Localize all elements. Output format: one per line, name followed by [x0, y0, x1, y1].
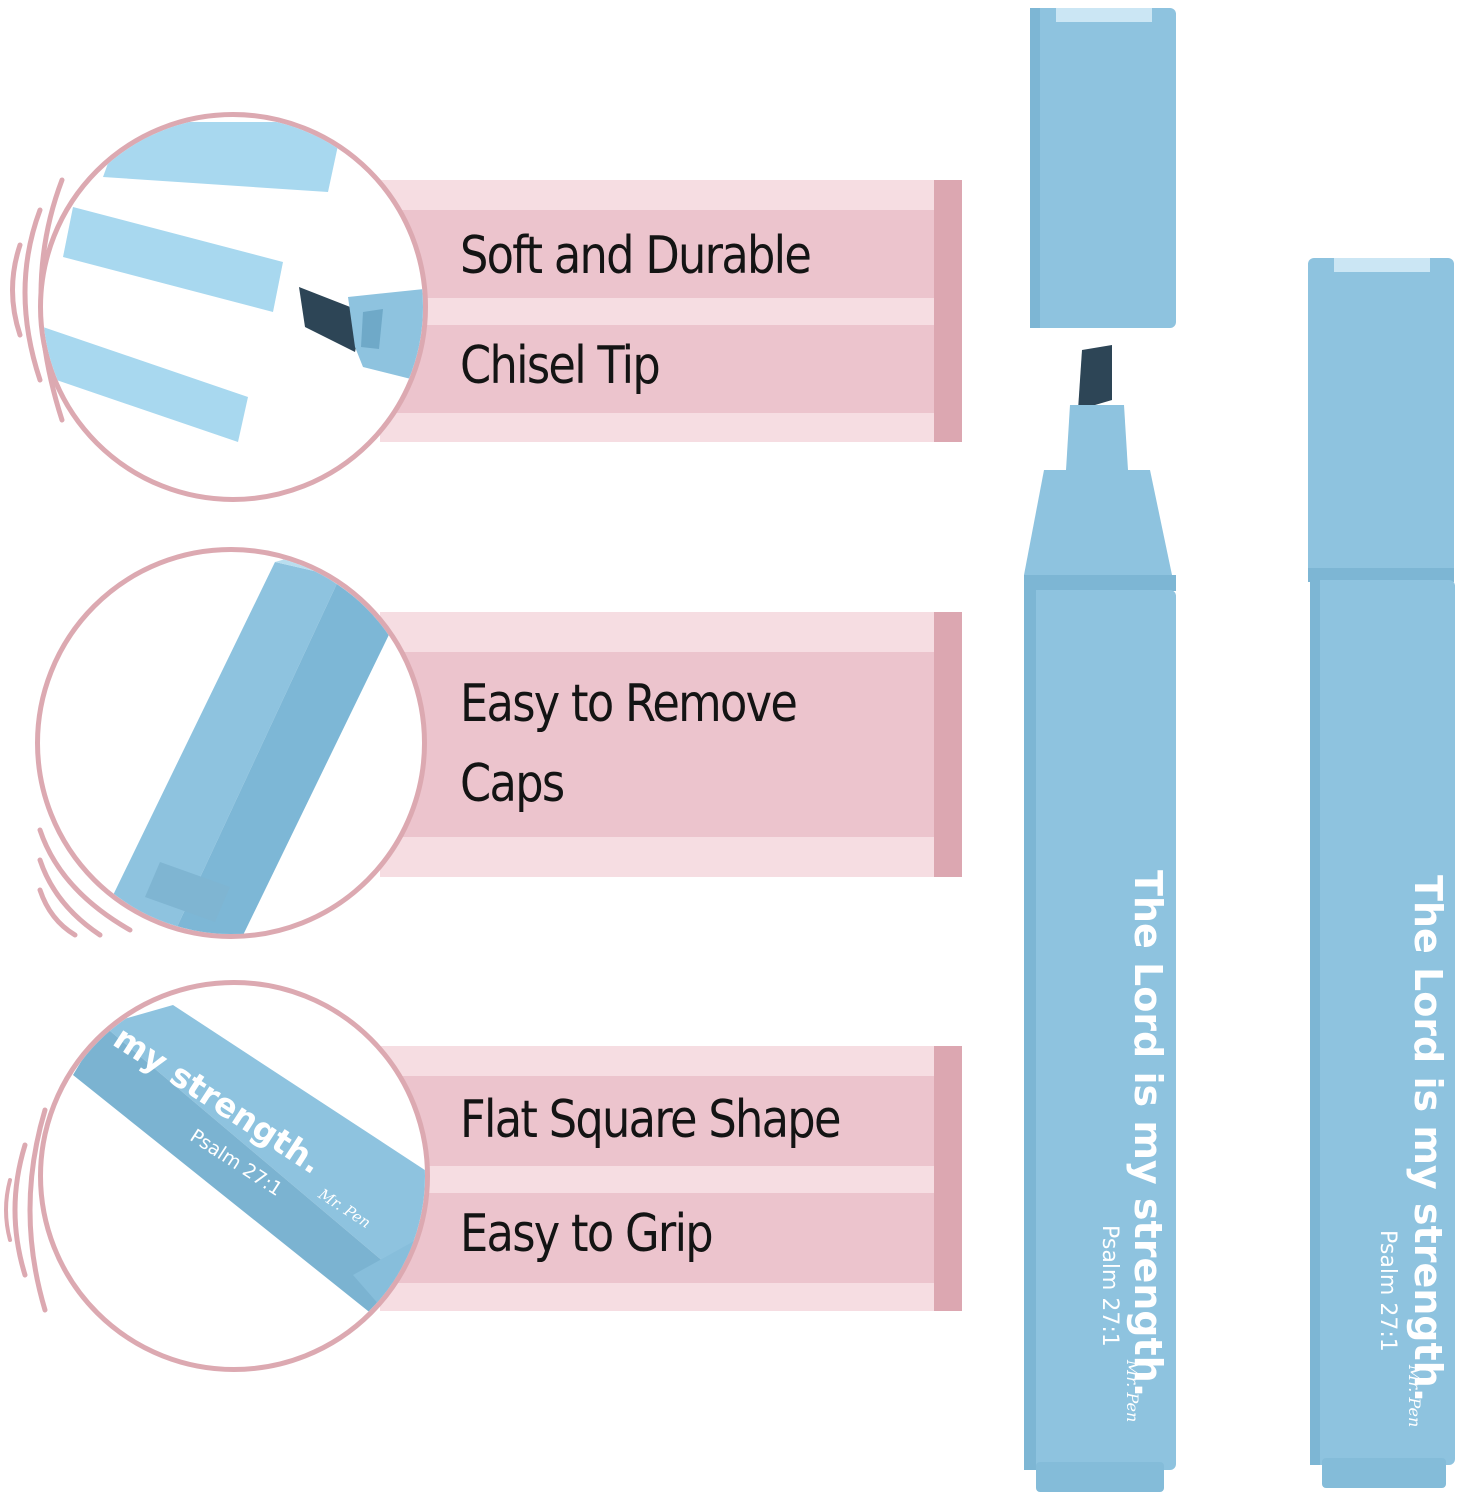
motion-arc-middle — [37, 827, 133, 938]
feature-banner-caps: Easy to Remove Caps — [380, 612, 962, 877]
feature-subtitle-caps: Caps — [460, 754, 565, 814]
highlighter-strokes-illustration — [43, 122, 423, 442]
feature-banner-tip: Soft and Durable Chisel Tip — [380, 180, 962, 442]
pen-one-verse-text: The Lord is my strength. — [1126, 870, 1170, 1398]
feature-title-caps: Easy to Remove — [460, 674, 798, 734]
feature-subtitle-tip: Chisel Tip — [460, 336, 661, 396]
feature-subtitle-shape: Easy to Grip — [460, 1204, 714, 1264]
pen-one-tip — [1024, 345, 1176, 591]
closeup-cap-circle — [35, 547, 427, 939]
feature-banner-shape: Flat Square Shape Easy to Grip — [380, 1046, 962, 1311]
feature-title-tip: Soft and Durable — [460, 226, 812, 286]
pen-one-body — [1024, 590, 1176, 1492]
closeup-tip-circle — [38, 112, 428, 502]
feature-title-shape: Flat Square Shape — [460, 1090, 841, 1150]
motion-arc-bottom — [4, 1107, 48, 1313]
pen-two-reference-text: Psalm 27:1 — [1375, 1230, 1400, 1352]
closeup-grip-circle — [38, 980, 430, 1372]
pen-two-brand-logo: Mr. Pen — [1405, 1365, 1424, 1428]
pen-two-verse-text: The Lord is my strength. — [1406, 875, 1450, 1403]
pen-two — [1308, 258, 1455, 1488]
pen-one-cap — [1030, 8, 1176, 328]
pen-one-reference-text: Psalm 27:1 — [1097, 1225, 1122, 1347]
pen-one-brand-logo: Mr. Pen — [1123, 1360, 1142, 1423]
